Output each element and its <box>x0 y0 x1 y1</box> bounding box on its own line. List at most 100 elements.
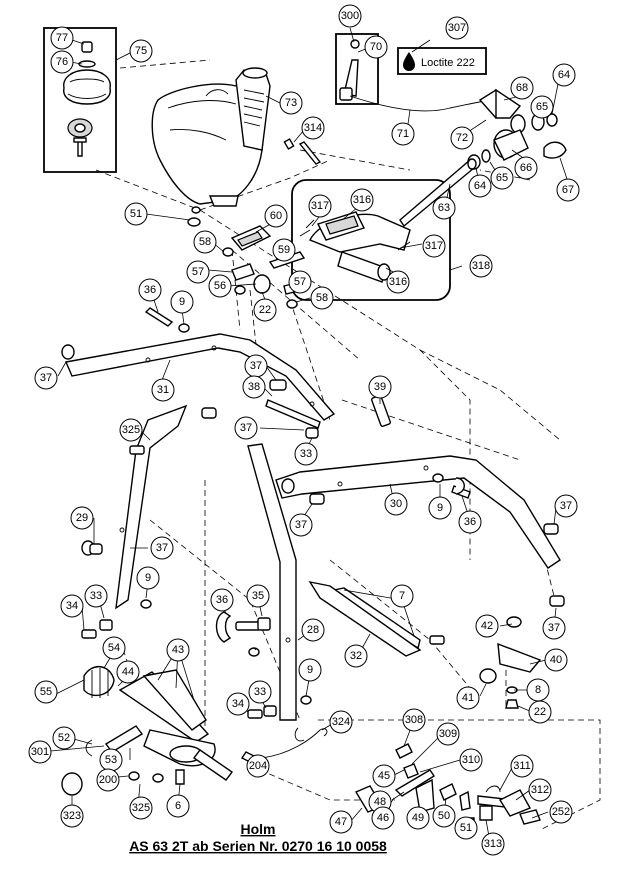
switch-assembly <box>299 211 411 283</box>
callout-22: 22 <box>253 298 277 322</box>
callout-323: 323 <box>60 804 84 828</box>
callout-circle <box>402 708 426 732</box>
callout-circle <box>552 63 576 87</box>
callout-313: 313 <box>481 832 505 856</box>
callout-number: 37 <box>240 422 252 434</box>
callout-number: 33 <box>254 686 266 698</box>
callout-324: 324 <box>329 710 353 734</box>
callout-circle <box>102 636 126 660</box>
callout-56: 56 <box>208 274 232 298</box>
callout-316: 316 <box>350 188 374 212</box>
callout-32: 32 <box>344 644 368 668</box>
callout-71: 71 <box>391 122 415 146</box>
callout-54: 54 <box>102 636 126 660</box>
callout-36: 36 <box>138 278 162 302</box>
callout-50: 50 <box>432 804 456 828</box>
callout-number: 204 <box>249 760 267 772</box>
callout-34: 34 <box>60 594 84 618</box>
callout-circle <box>50 50 74 74</box>
callout-circle <box>166 794 190 818</box>
callout-number: 50 <box>438 810 450 822</box>
callout-55: 55 <box>34 680 58 704</box>
callout-67: 67 <box>556 178 580 202</box>
callout-number: 36 <box>144 284 156 296</box>
callout-75: 75 <box>129 39 153 63</box>
callout-73: 73 <box>279 91 303 115</box>
callout-circle <box>96 768 120 792</box>
callout-circle <box>289 513 313 537</box>
callout-number: 8 <box>535 684 541 696</box>
callout-number: 318 <box>472 260 490 272</box>
callout-59: 59 <box>272 238 296 262</box>
callout-circle <box>432 804 456 828</box>
callout-37: 37 <box>150 536 174 560</box>
callout-number: 49 <box>412 812 424 824</box>
callout-circle <box>272 238 296 262</box>
callout-circle <box>329 710 353 734</box>
callout-31: 31 <box>151 378 175 402</box>
callout-number: 308 <box>405 714 423 726</box>
callout-number: 6 <box>175 800 181 812</box>
callout-number: 316 <box>353 194 371 206</box>
callout-circle <box>246 584 270 608</box>
callout-number: 65 <box>536 101 548 113</box>
callout-number: 45 <box>378 770 390 782</box>
callout-77: 77 <box>50 26 74 50</box>
callout-number: 41 <box>462 692 474 704</box>
callout-circle <box>530 95 554 119</box>
callout-51: 51 <box>454 816 478 840</box>
callout-number: 28 <box>307 624 319 636</box>
callout-number: 68 <box>516 82 528 94</box>
callout-9: 9 <box>428 496 452 520</box>
loctite-label: Loctite 222 <box>421 57 475 69</box>
callout-circle <box>468 174 492 198</box>
callout-circle <box>350 188 374 212</box>
callout-8: 8 <box>526 678 550 702</box>
callout-43: 43 <box>166 638 190 662</box>
callout-circle <box>372 764 396 788</box>
callout-37: 37 <box>289 513 313 537</box>
callout-number: 34 <box>232 698 244 710</box>
callout-45: 45 <box>372 764 396 788</box>
callout-circle <box>70 506 94 530</box>
callout-6: 6 <box>166 794 190 818</box>
callout-9: 9 <box>136 566 160 590</box>
callout-number: 9 <box>179 296 185 308</box>
throttle-parts <box>339 39 567 170</box>
callout-318: 318 <box>469 254 493 278</box>
callout-64: 64 <box>468 174 492 198</box>
callout-34: 34 <box>226 692 250 716</box>
callout-308: 308 <box>402 708 426 732</box>
callout-37: 37 <box>554 494 578 518</box>
callout-circle <box>60 804 84 828</box>
callout-301: 301 <box>28 740 52 764</box>
callout-53: 53 <box>99 748 123 772</box>
tank-hardware <box>187 138 322 227</box>
callout-317: 317 <box>308 194 332 218</box>
callout-number: 73 <box>285 97 297 109</box>
callout-33: 33 <box>84 584 108 608</box>
callout-circle <box>248 680 272 704</box>
right-crossbar <box>275 455 561 569</box>
callout-number: 34 <box>66 600 78 612</box>
callout-circle <box>386 270 410 294</box>
callout-number: 55 <box>40 686 52 698</box>
callout-circle <box>28 740 52 764</box>
callout-circle <box>151 378 175 402</box>
callout-number: 57 <box>192 266 204 278</box>
callout-circle <box>391 122 415 146</box>
callout-circle <box>138 278 162 302</box>
callout-number: 70 <box>370 41 382 53</box>
callout-311: 311 <box>510 754 534 778</box>
callout-33: 33 <box>294 442 318 466</box>
callout-300: 300 <box>338 4 362 28</box>
callout-number: 42 <box>481 620 493 632</box>
callout-64: 64 <box>552 63 576 87</box>
callout-76: 76 <box>50 50 74 74</box>
lower-linkage <box>61 666 328 796</box>
callout-46: 46 <box>371 806 395 830</box>
callout-number: 311 <box>513 760 531 772</box>
callout-circle <box>556 178 580 202</box>
callout-40: 40 <box>544 648 568 672</box>
